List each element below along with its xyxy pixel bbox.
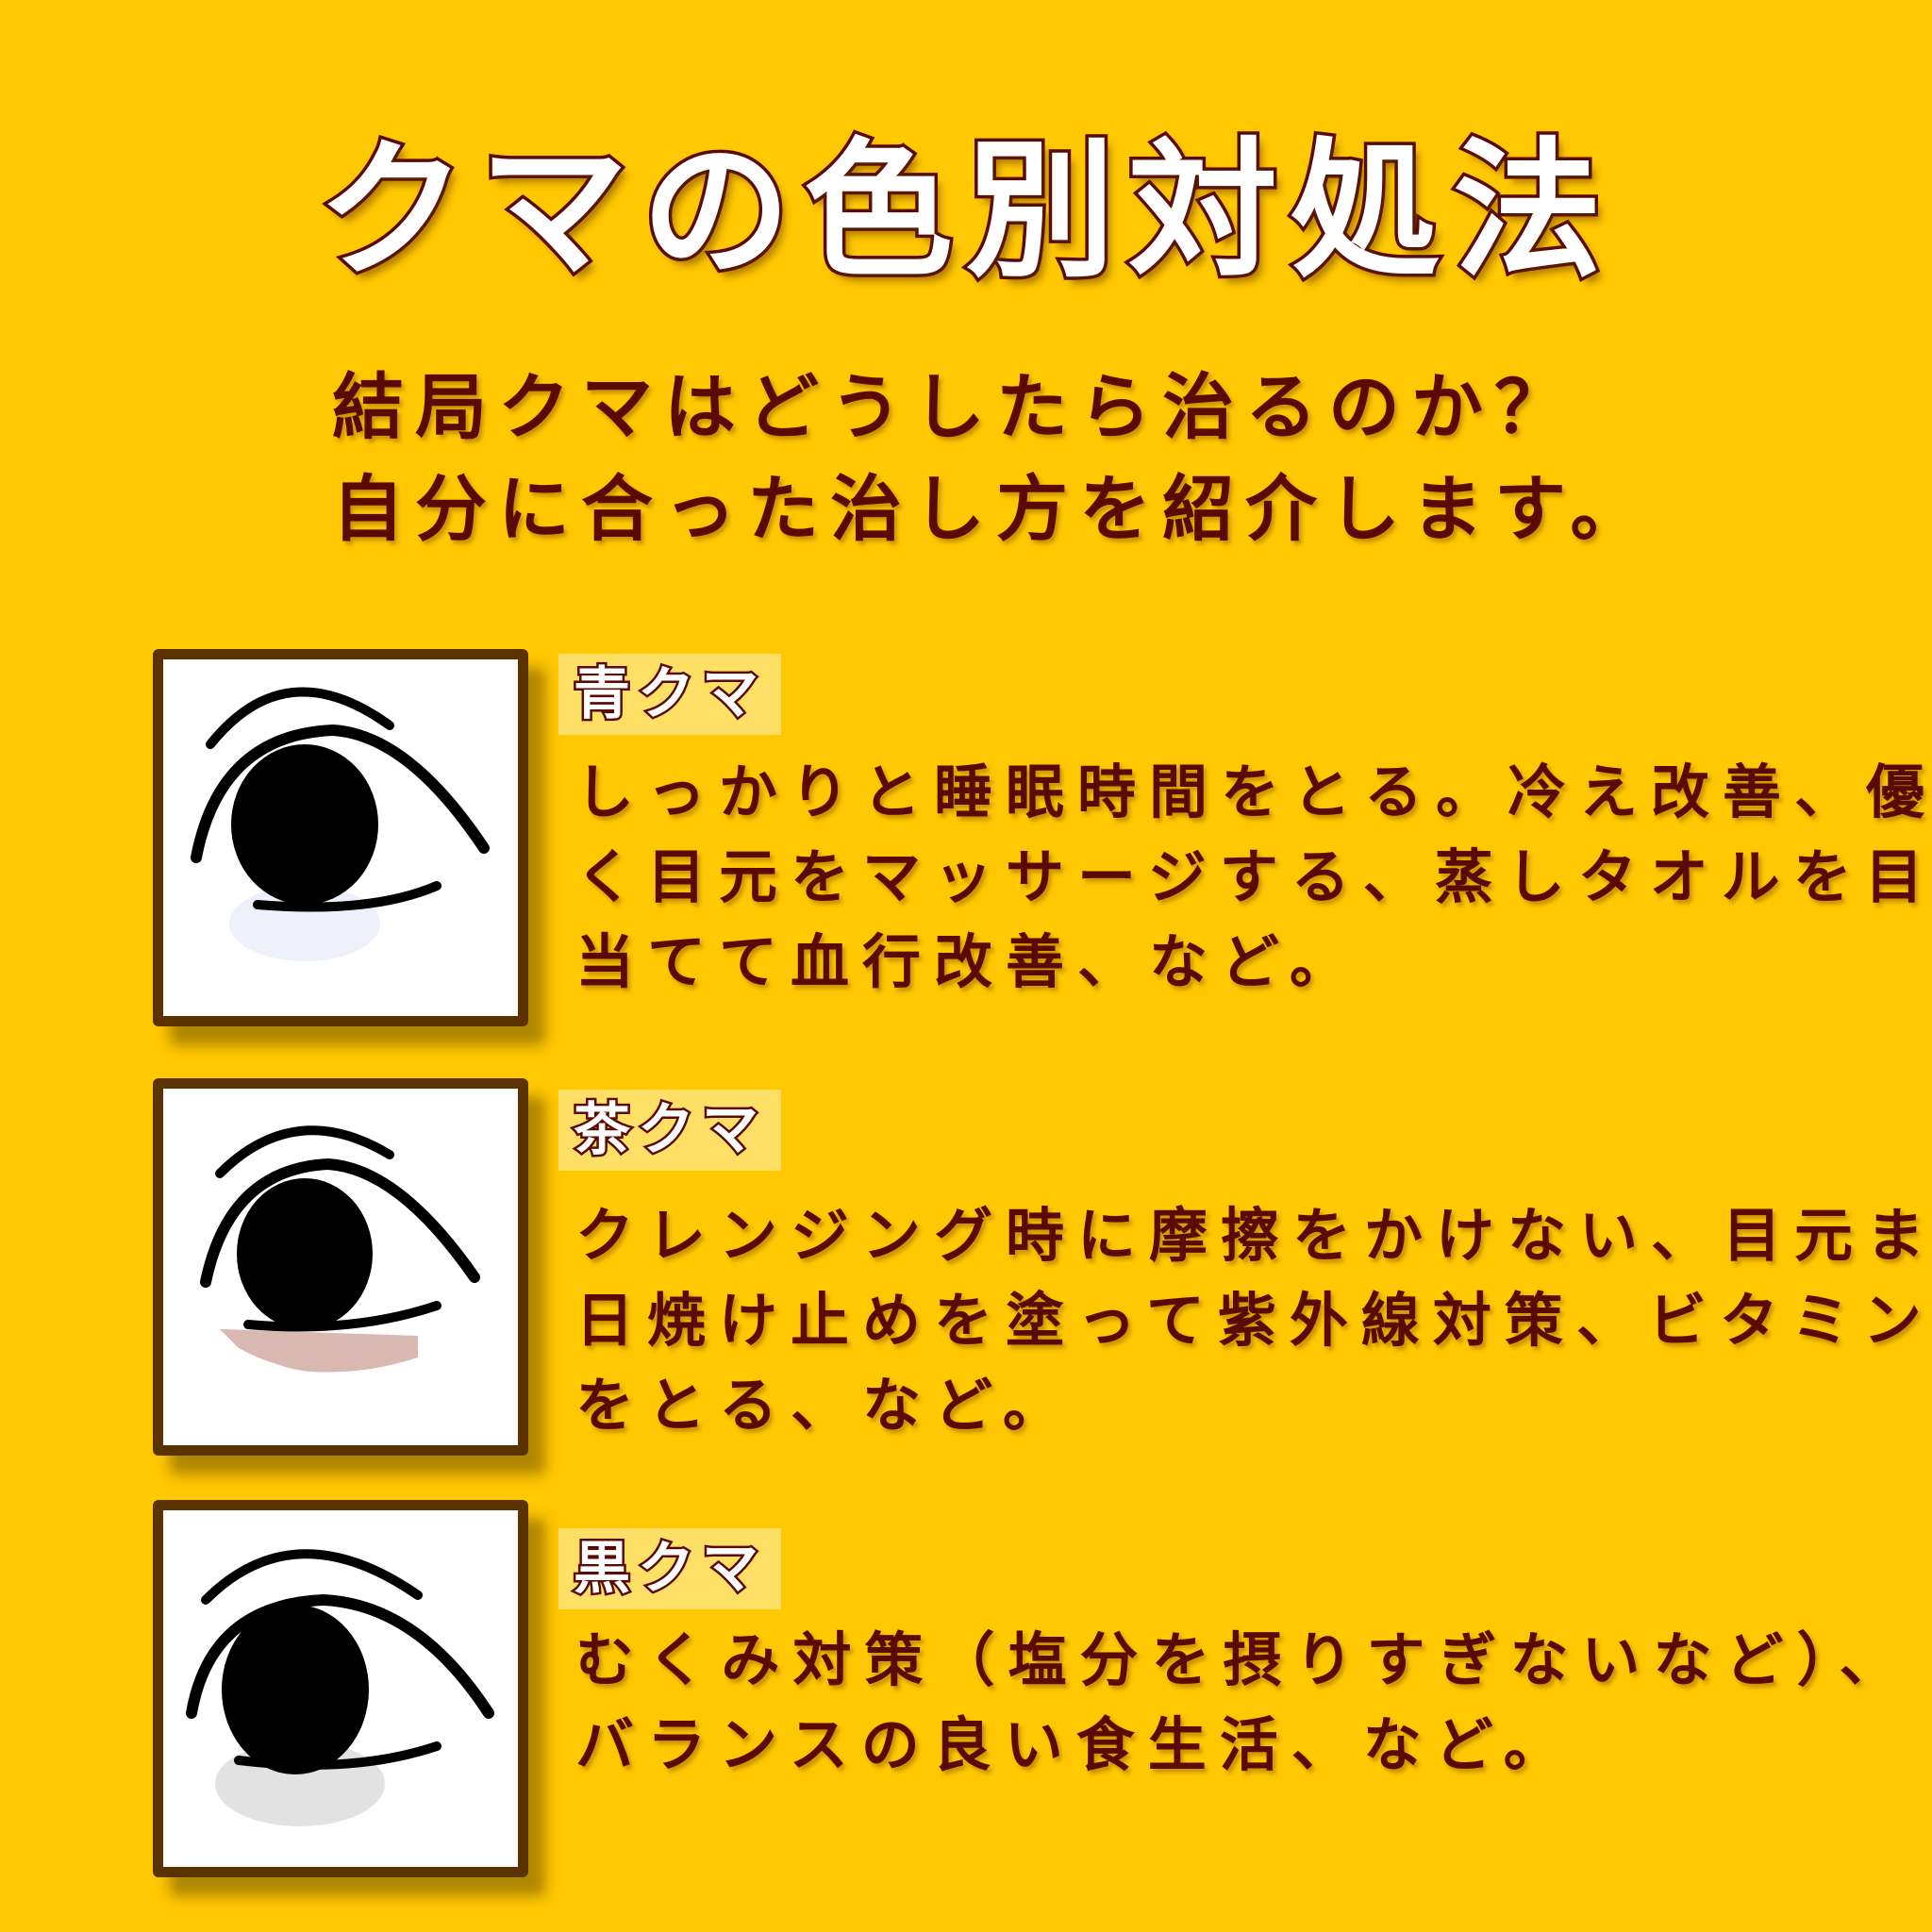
body-line: バランスの良い食生活、など。 xyxy=(575,1710,1575,1779)
section-body-black: むくみ対策（塩分を摂りすぎないなど）、 バランスの良い食生活、など。 xyxy=(575,1618,1910,1788)
section-label-black: 黒クマ xyxy=(558,1528,781,1609)
subtitle-line-2: 自分に合った治し方を紹介します。 xyxy=(332,467,1654,551)
section-label-brown: 茶クマ xyxy=(558,1090,781,1171)
black-dark-circle-eye-illustration xyxy=(153,1500,528,1877)
body-line: むくみ対策（塩分を摂りすぎないなど）、 xyxy=(575,1625,1911,1694)
brown-dark-circle-eye-illustration xyxy=(153,1078,528,1456)
subtitle-line-1: 結局クマはどうしたら治るのか？ xyxy=(332,365,1577,449)
body-line: しっかりと睡眠時間をとる。冷え改善、優し xyxy=(575,758,1932,826)
eye-icon xyxy=(200,1125,480,1373)
body-line: 当てて血行改善、など。 xyxy=(575,927,1361,996)
section-body-blue: しっかりと睡眠時間をとる。冷え改善、優し く目元をマッサージする、蒸しタオルを目… xyxy=(575,750,1932,1005)
blue-dark-circle-eye-illustration xyxy=(153,649,528,1026)
section-body-brown: クレンジング時に摩擦をかけない、目元まで 日焼け止めを塗って紫外線対策、ビタミン… xyxy=(575,1193,1932,1448)
page-title: クマの色別対処法 xyxy=(314,122,1615,302)
body-line: く目元をマッサージする、蒸しタオルを目に xyxy=(575,842,1932,911)
section-label-blue: 青クマ xyxy=(558,654,781,735)
eye-icon xyxy=(186,1549,494,1826)
body-line: 日焼け止めを塗って紫外線対策、ビタミンC xyxy=(575,1286,1932,1355)
body-line: クレンジング時に摩擦をかけない、目元まで xyxy=(575,1201,1932,1270)
eye-icon xyxy=(191,687,490,961)
body-line: をとる、など。 xyxy=(575,1371,1074,1440)
